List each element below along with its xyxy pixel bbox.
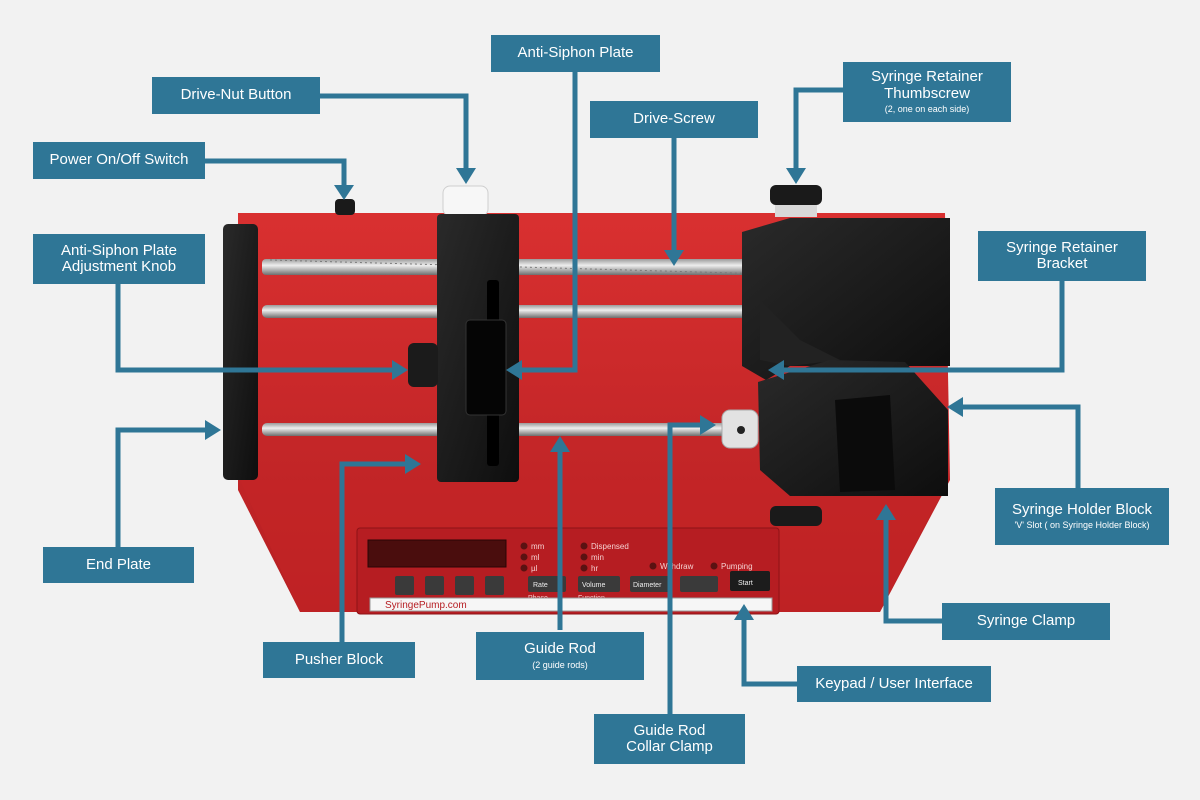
bottom-thumbscrew[interactable] [770, 506, 822, 526]
status-withdraw: Withdraw [660, 562, 694, 571]
key-rate[interactable] [528, 576, 566, 592]
label-end-plate: End Plate [43, 547, 194, 583]
label-pusher-block-text: Pusher Block [294, 650, 384, 668]
control-panel: mm ml µl Dispensed min hr Withdraw Pumpi… [356, 527, 780, 615]
digit-key-4[interactable] [485, 576, 504, 595]
label-syringe-retainer-thumbscrew-text: Syringe Retainer Thumbscrew [871, 68, 983, 102]
label-keypad: Keypad / User Interface [797, 666, 991, 702]
label-guide-rod-collar-clamp: Guide Rod Collar Clamp [594, 714, 745, 764]
digit-key-3[interactable] [455, 576, 474, 595]
syringe-holder-block [758, 360, 948, 496]
indicator-ml: ml [531, 553, 540, 562]
label-syringe-holder-block-note: 'V' Slot ( on Syringe Holder Block) [1014, 520, 1150, 531]
indicator-min: min [591, 553, 604, 562]
label-syringe-clamp: Syringe Clamp [942, 603, 1110, 640]
indicator-mm: mm [531, 542, 545, 551]
label-syringe-clamp-text: Syringe Clamp [976, 612, 1076, 630]
brand-text: SyringePump.com [385, 600, 467, 611]
status-pumping: Pumping [721, 562, 753, 571]
label-anti-siphon-plate: Anti-Siphon Plate [491, 35, 660, 72]
label-syringe-retainer-thumbscrew: Syringe Retainer Thumbscrew (2, one on e… [843, 62, 1011, 122]
connector-lines [115, 72, 1081, 714]
label-syringe-retainer-bracket: Syringe Retainer Bracket [978, 231, 1146, 281]
label-drive-nut-button-text: Drive-Nut Button [180, 86, 292, 104]
key-rate-label: Rate [533, 582, 548, 589]
key-arrow[interactable] [680, 576, 718, 592]
label-anti-siphon-plate-text: Anti-Siphon Plate [517, 44, 634, 62]
label-guide-rod-text: Guide Rod [524, 640, 596, 658]
end-plate [223, 224, 258, 480]
indicator-ul: µl [531, 564, 538, 573]
label-guide-rod: Guide Rod (2 guide rods) [476, 632, 644, 680]
key-volume[interactable] [578, 576, 620, 592]
top-thumbscrew[interactable] [770, 185, 822, 205]
label-syringe-holder-block-text: Syringe Holder Block [1011, 500, 1153, 518]
lcd-display [367, 539, 507, 568]
label-drive-screw: Drive-Screw [590, 101, 758, 138]
key-start[interactable] [730, 571, 770, 591]
label-syringe-retainer-bracket-text: Syringe Retainer Bracket [1006, 238, 1118, 272]
label-keypad-text: Keypad / User Interface [815, 674, 973, 692]
label-pusher-block: Pusher Block [263, 642, 415, 678]
label-guide-rod-collar-clamp-text: Guide Rod Collar Clamp [626, 721, 713, 755]
key-diameter-label: Diameter [633, 582, 662, 589]
connector-arrowheads [205, 168, 963, 620]
indicator-hr: hr [591, 564, 598, 573]
key-diameter[interactable] [630, 576, 670, 592]
anti-siphon-knob[interactable] [408, 343, 438, 387]
drive-nut-button[interactable] [442, 185, 489, 217]
label-drive-nut-button: Drive-Nut Button [152, 77, 320, 114]
key-start-label: Start [738, 580, 753, 587]
label-syringe-holder-block: Syringe Holder Block 'V' Slot ( on Syrin… [995, 488, 1169, 545]
digit-key-2[interactable] [425, 576, 444, 595]
label-power-switch-text: Power On/Off Switch [49, 151, 189, 169]
indicator-dispensed: Dispensed [591, 542, 629, 551]
label-power-switch: Power On/Off Switch [33, 142, 205, 179]
label-anti-siphon-knob-text: Anti-Siphon Plate Adjustment Knob [61, 241, 177, 275]
power-switch-knob[interactable] [335, 199, 355, 215]
anti-siphon-plate [465, 319, 507, 416]
label-guide-rod-note: (2 guide rods) [532, 659, 588, 670]
syringe-retainer-bracket [742, 218, 950, 380]
label-anti-siphon-knob: Anti-Siphon Plate Adjustment Knob [33, 234, 205, 284]
label-syringe-retainer-thumbscrew-note: (2, one on each side) [884, 104, 970, 115]
digit-key-1[interactable] [395, 576, 414, 595]
label-end-plate-text: End Plate [85, 555, 152, 573]
label-drive-screw-text: Drive-Screw [633, 110, 715, 128]
key-volume-label: Volume [582, 582, 605, 589]
